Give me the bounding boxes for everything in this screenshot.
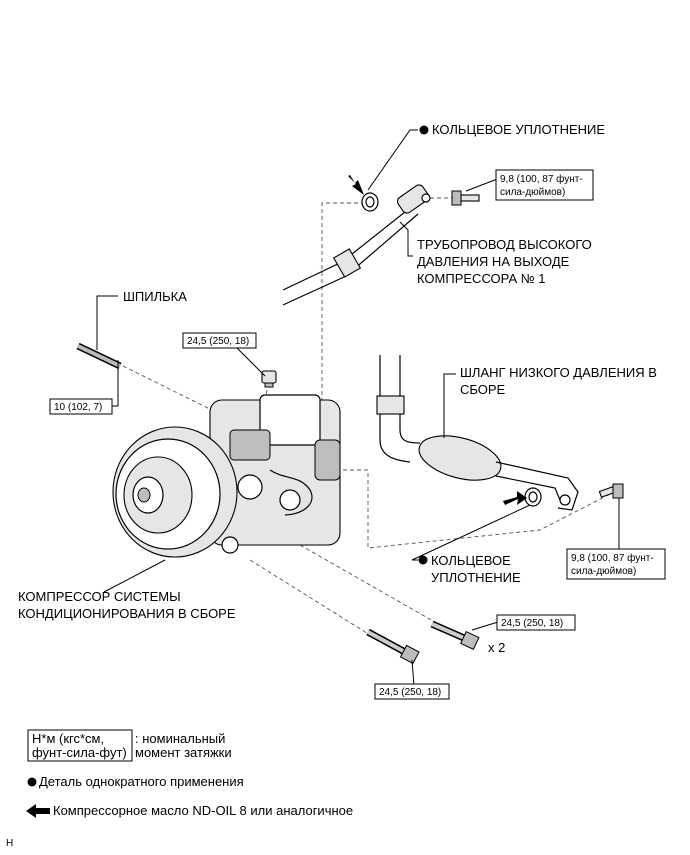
label-stud: ШПИЛЬКА — [123, 289, 187, 304]
label-pipe-l2: ДАВЛЕНИЯ НА ВЫХОДЕ — [417, 254, 570, 269]
torque-box-nut — [182, 332, 257, 349]
bolt-bottom — [366, 628, 420, 665]
bolt-top-right — [451, 190, 480, 206]
oil-arrow-low-icon — [503, 491, 527, 505]
label-compressor-l2: КОНДИЦИОНИРОВАНИЯ В СБОРЕ — [18, 606, 236, 621]
leader-lines — [96, 129, 620, 687]
label-o-ring-low-l1: КОЛЬЦЕВОЕ — [431, 553, 511, 568]
legend-oil: Компрессорное масло ND-OIL 8 или аналоги… — [53, 803, 353, 818]
nonreusable-bullet-top-icon — [419, 125, 429, 135]
torque-stud: 10 (102, 7) — [54, 402, 102, 413]
legend-torque-desc-l2: момент затяжки — [135, 745, 232, 760]
label-o-ring-low-l2: УПЛОТНЕНИЕ — [431, 570, 521, 585]
stud — [76, 342, 122, 370]
o-ring-top — [361, 192, 379, 212]
compressor-body — [209, 394, 341, 554]
compressor-pulley — [112, 426, 238, 558]
torque-low-right-l1: 9,8 (100, 87 фунт- — [571, 552, 654, 564]
torque-nut: 24,5 (250, 18) — [187, 336, 249, 347]
legend-oil-arrow-icon — [26, 804, 50, 818]
legend-torque-box-l2: фунт-сила-фут) — [32, 745, 127, 760]
label-pipe-l3: КОМПРЕССОРА № 1 — [417, 271, 546, 286]
oil-arrow-top-icon — [348, 175, 364, 195]
label-times-two: x 2 — [488, 640, 505, 655]
torque-box-stud — [49, 398, 113, 415]
torque-top-right-l1: 9,8 (100, 87 фунт- — [500, 173, 583, 185]
torque-low-right-l2: сила-дюймов) — [571, 566, 636, 577]
torque-bolt-right: 24,5 (250, 18) — [501, 618, 563, 629]
legend-torque-box-l1: Н*м (кгс*см, — [32, 731, 104, 746]
legend-nonreusable-bullet-icon — [27, 777, 37, 787]
torque-box-low-right — [566, 548, 666, 580]
torque-box-bolt-right — [496, 614, 576, 631]
o-ring-low — [524, 487, 542, 507]
legend-torque-desc-l1: : номинальный — [135, 731, 225, 746]
high-pressure-pipe — [282, 184, 431, 306]
label-hose-l2: СБОРЕ — [460, 382, 506, 397]
bolt-low-right — [598, 483, 624, 499]
torque-box-bolt-bottom — [374, 683, 450, 700]
low-pressure-hose — [376, 355, 579, 511]
torque-top-right-l2: сила-дюймов) — [500, 187, 565, 198]
label-pipe-l1: ТРУБОПРОВОД ВЫСОКОГО — [417, 237, 592, 252]
nonreusable-bullet-low-icon — [418, 555, 428, 565]
torque-bolt-bottom: 24,5 (250, 18) — [379, 687, 441, 698]
label-compressor-l1: КОМПРЕССОР СИСТЕМЫ — [18, 589, 181, 604]
nut — [261, 370, 277, 388]
legend-torque-box — [27, 729, 133, 762]
bolt-bottom-right — [430, 620, 480, 650]
corner-mark: H — [6, 838, 13, 849]
label-o-ring-top: КОЛЬЦЕВОЕ УПЛОТНЕНИЕ — [432, 122, 605, 137]
label-hose-l1: ШЛАНГ НИЗКОГО ДАВЛЕНИЯ В — [460, 365, 657, 380]
legend-nonreusable: Деталь однократного применения — [39, 774, 244, 789]
torque-box-top-right — [495, 169, 594, 201]
